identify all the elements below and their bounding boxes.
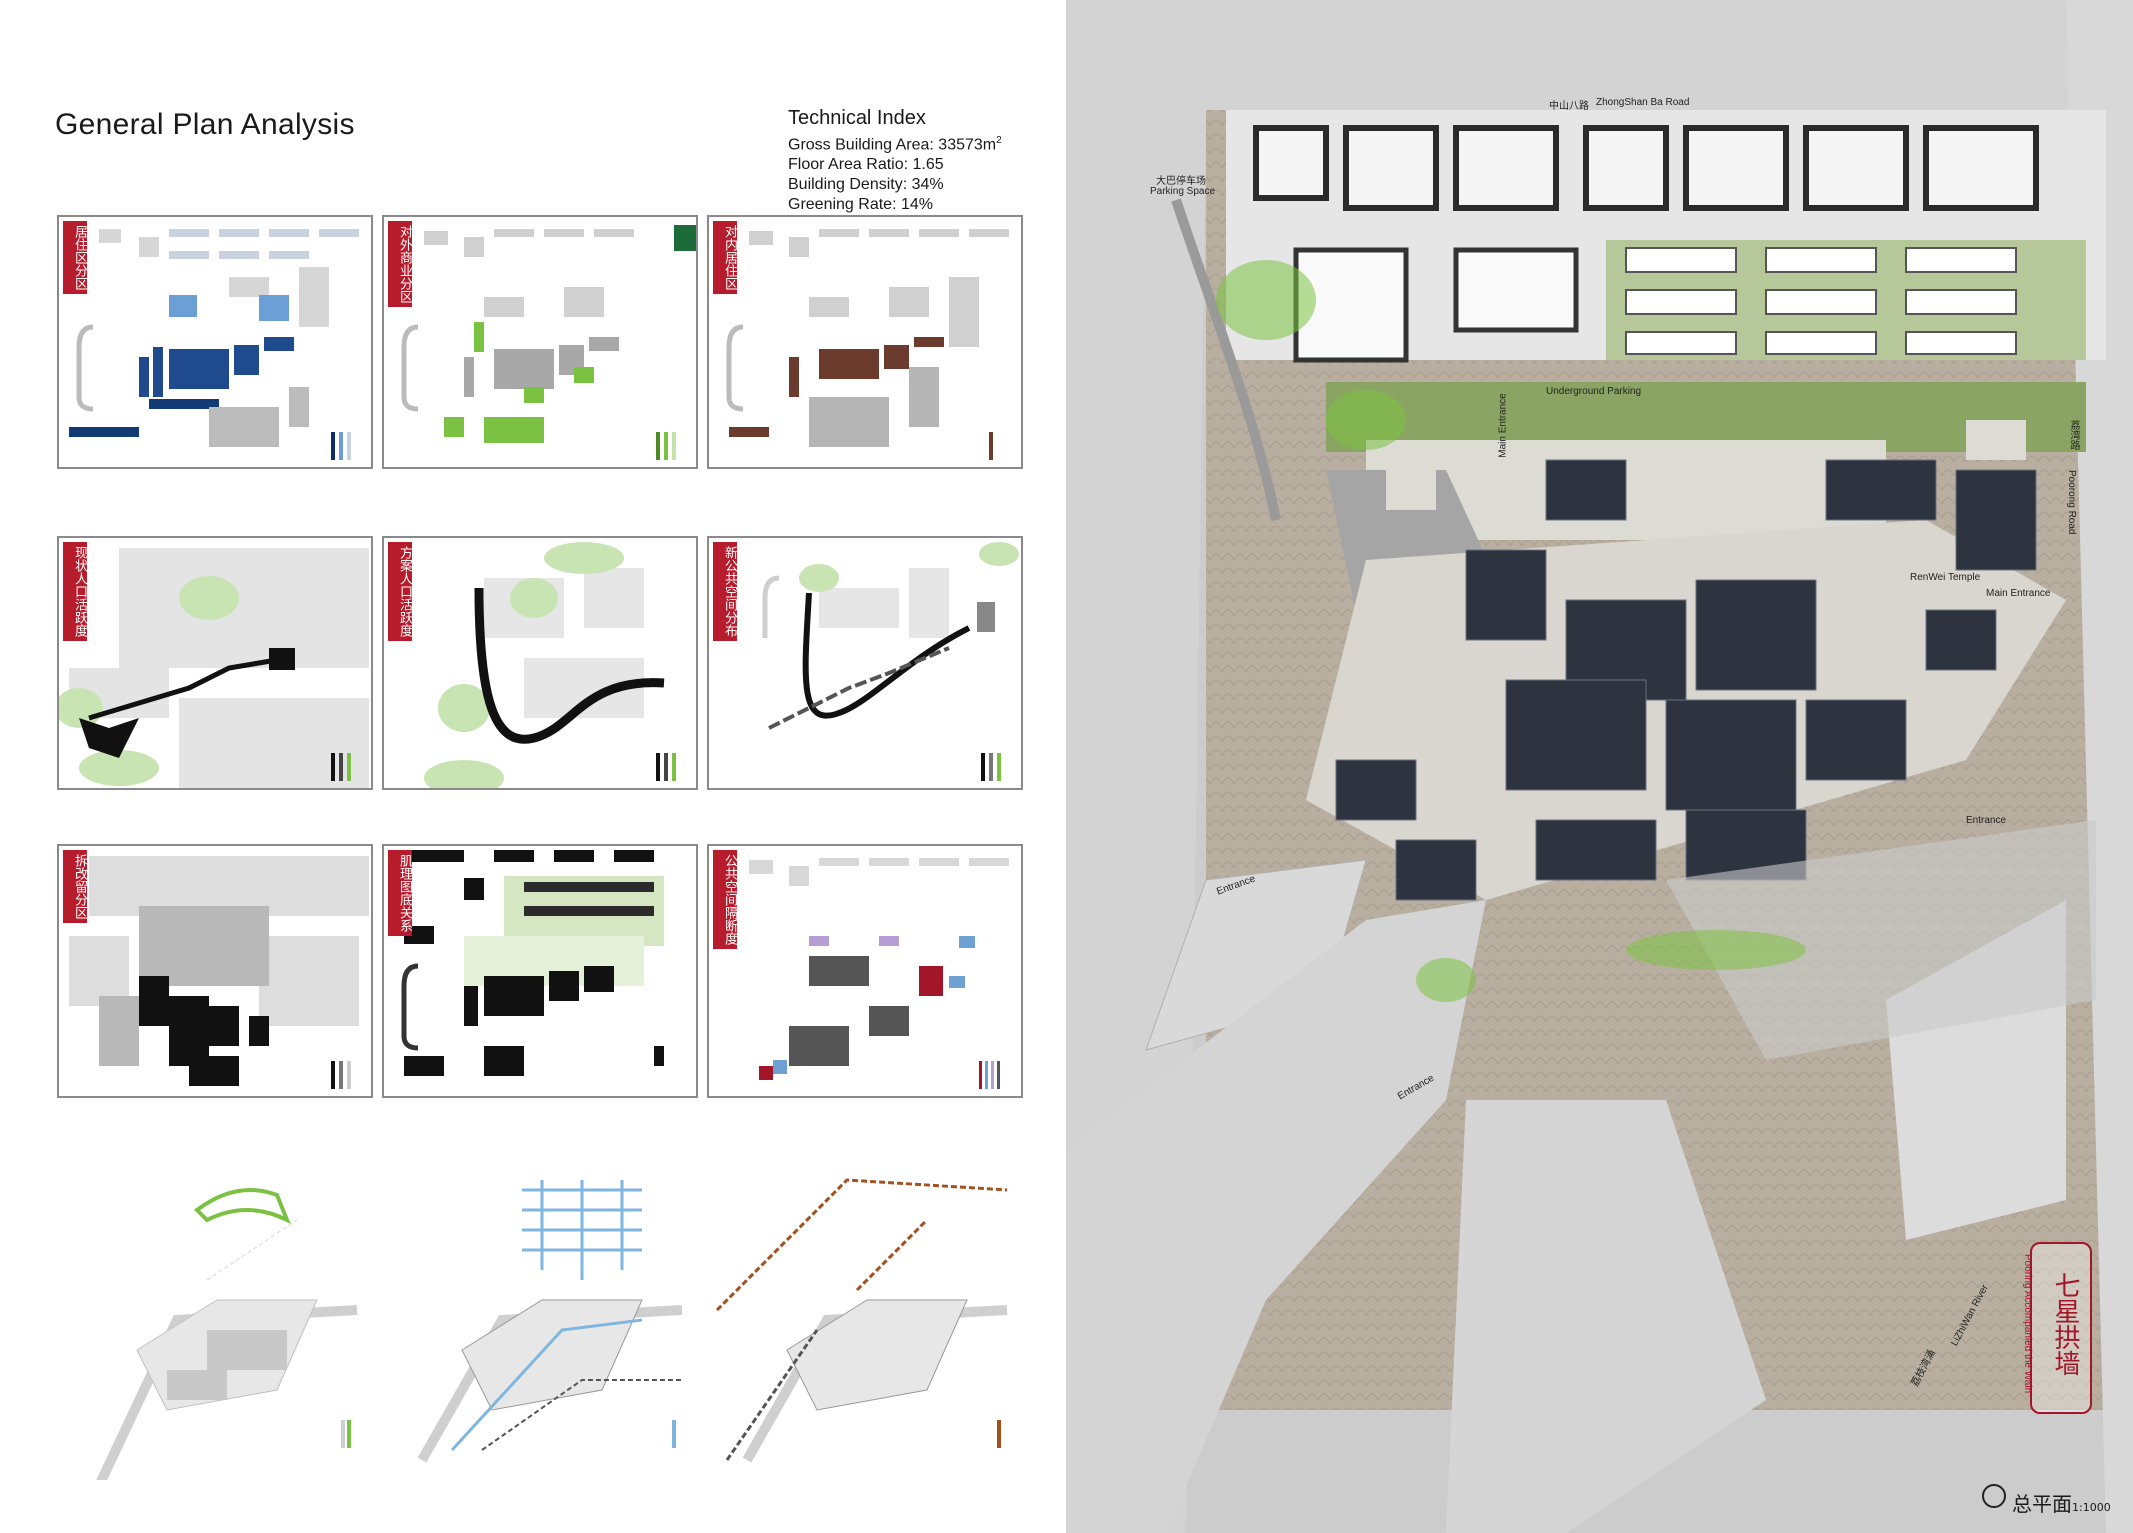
axo-diagram-brown	[707, 1160, 1023, 1480]
entrance-label-east: Entrance	[1966, 815, 2007, 826]
axo-diagram-brown-drawing	[715, 1178, 1008, 1463]
panel-title: 肌理图底关系	[388, 850, 412, 936]
panel-internal-residential: 对内居住区	[707, 215, 1023, 469]
panel-demolition-zoning-map	[69, 856, 369, 1089]
master-plan-drawing	[1066, 0, 2133, 1533]
renwei-temple-label: RenWei Temple	[1910, 572, 1981, 583]
gross-building-area: Gross Building Area: 33573m2	[788, 135, 1002, 154]
panel-external-commercial-map	[401, 225, 696, 460]
street-label-en: ZhongShan Ba Road	[1596, 97, 1690, 108]
seal-english: Pooring Accompanied the Wain	[2022, 1254, 2033, 1394]
panel-public-space-map	[762, 542, 1019, 781]
panel-space-separation: 公共空间隔断度	[707, 844, 1023, 1098]
panel-public-space: 新公共空间分布	[707, 536, 1023, 790]
panel-space-separation-map	[749, 858, 1009, 1089]
parking-label-cn: 大巴停车场	[1156, 176, 1206, 187]
main-entrance-label-2: Main Entrance	[1986, 588, 2051, 599]
greening-rate: Greening Rate: 14%	[788, 196, 933, 214]
panel-title: 对内居住区	[713, 221, 737, 294]
project-seal: Pooring Accompanied the Wain 七星拱墙	[2022, 1242, 2092, 1414]
road-label-cn: 荔湾路	[2068, 420, 2079, 450]
panel-figure-ground: 肌理图底关系	[382, 844, 698, 1098]
panel-title: 现状人口活跃度	[63, 542, 87, 641]
axo-diagram-blue	[382, 1160, 698, 1480]
panel-title: 居住区分区	[63, 221, 87, 294]
panel-current-activity-map	[59, 548, 369, 788]
parking-label-en: Parking Space	[1150, 186, 1216, 197]
technical-index-heading: Technical Index	[788, 107, 926, 129]
panel-title: 拆改留分区	[63, 850, 87, 923]
axo-diagram-green	[57, 1160, 373, 1480]
panel-current-activity: 现状人口活跃度	[57, 536, 373, 790]
street-label-cn: 中山八路	[1549, 101, 1589, 112]
panel-title: 对外商业分区	[388, 221, 412, 307]
panel-external-commercial: 对外商业分区	[382, 215, 698, 469]
scale-label: 总平面1:1000	[2012, 1492, 2111, 1516]
axo-diagram-green-drawing	[96, 1188, 358, 1480]
panel-figure-ground-map	[401, 850, 664, 1076]
seal-chinese: 七星拱墙	[2050, 1272, 2080, 1376]
master-plan-map: 中山八路 ZhongShan Ba Road 大巴停车场 Parking Spa…	[1066, 0, 2133, 1533]
underground-parking-label: Underground Parking	[1546, 386, 1642, 397]
panel-plan-activity: 方案人口活跃度	[382, 536, 698, 790]
technical-index: Technical Index Gross Building Area: 335…	[788, 108, 1088, 215]
main-entrance-label: Main Entrance	[1497, 393, 1509, 458]
panel-internal-residential-map	[726, 229, 1009, 460]
panel-residential-zoning: 居住区分区	[57, 215, 373, 469]
panel-residential-zoning-map	[69, 229, 359, 460]
north-arrow-icon	[1982, 1484, 2006, 1508]
page-title: General Plan Analysis	[55, 108, 355, 141]
panel-title: 新公共空间分布	[713, 542, 737, 641]
axo-diagram-blue-drawing	[417, 1180, 683, 1463]
panel-title: 公共空间隔断度	[713, 850, 737, 949]
panel-demolition-zoning: 拆改留分区	[57, 844, 373, 1098]
road-label-en: Poorong Road	[2066, 470, 2077, 535]
panel-title: 方案人口活跃度	[388, 542, 412, 641]
panel-plan-activity-map	[424, 542, 676, 788]
floor-area-ratio: Floor Area Ratio: 1.65	[788, 156, 944, 174]
building-density: Building Density: 34%	[788, 176, 944, 194]
